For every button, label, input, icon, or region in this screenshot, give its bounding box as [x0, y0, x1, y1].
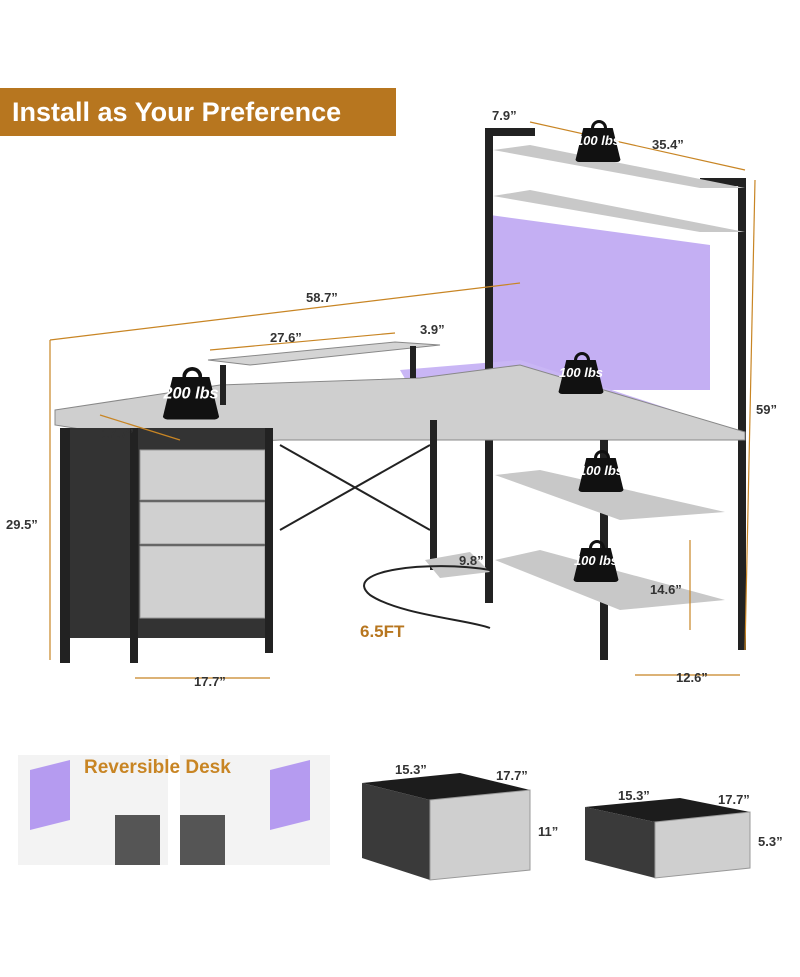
desk-depth-label: 17.7”: [102, 426, 134, 441]
small-drawer-width: 15.3”: [618, 788, 650, 803]
riser-length-label: 27.6”: [270, 330, 302, 345]
desk-length-label: 58.7”: [306, 290, 338, 305]
weight-icon-desk: 200 lbs: [162, 367, 220, 420]
large-drawer-depth: 17.7”: [496, 768, 528, 783]
cord-length-label: 6.5FT: [360, 622, 405, 641]
small-drawer-depth: 17.7”: [718, 792, 750, 807]
reversible-desk-label: Reversible Desk: [84, 757, 231, 778]
weight-icon-hutch: 100 lbs: [575, 120, 621, 162]
cabinet-width-label: 17.7”: [194, 674, 226, 689]
side-depth-label: 12.6”: [676, 670, 708, 685]
weight-icon-shelf-lower: 100 lbs: [573, 540, 619, 582]
weight-icon-shelf-upper: 100 lbs: [578, 450, 624, 492]
shelf-gap-label: 14.6”: [650, 582, 682, 597]
total-height-label: 59”: [756, 402, 777, 417]
large-drawer-height: 11”: [538, 824, 559, 839]
weight-icon-corner: 100 lbs: [558, 352, 604, 394]
hutch-depth-label: 7.9”: [492, 108, 517, 123]
hutch-width-label: 35.4”: [652, 137, 684, 152]
desk-height-label: 29.5”: [6, 517, 38, 532]
large-drawer-width: 15.3”: [395, 762, 427, 777]
riser-height-label: 3.9”: [420, 322, 445, 337]
install-banner: Install as Your Preference: [0, 88, 396, 136]
small-drawer-height: 5.3”: [758, 834, 783, 849]
footrest-label: 9.8”: [459, 553, 484, 568]
